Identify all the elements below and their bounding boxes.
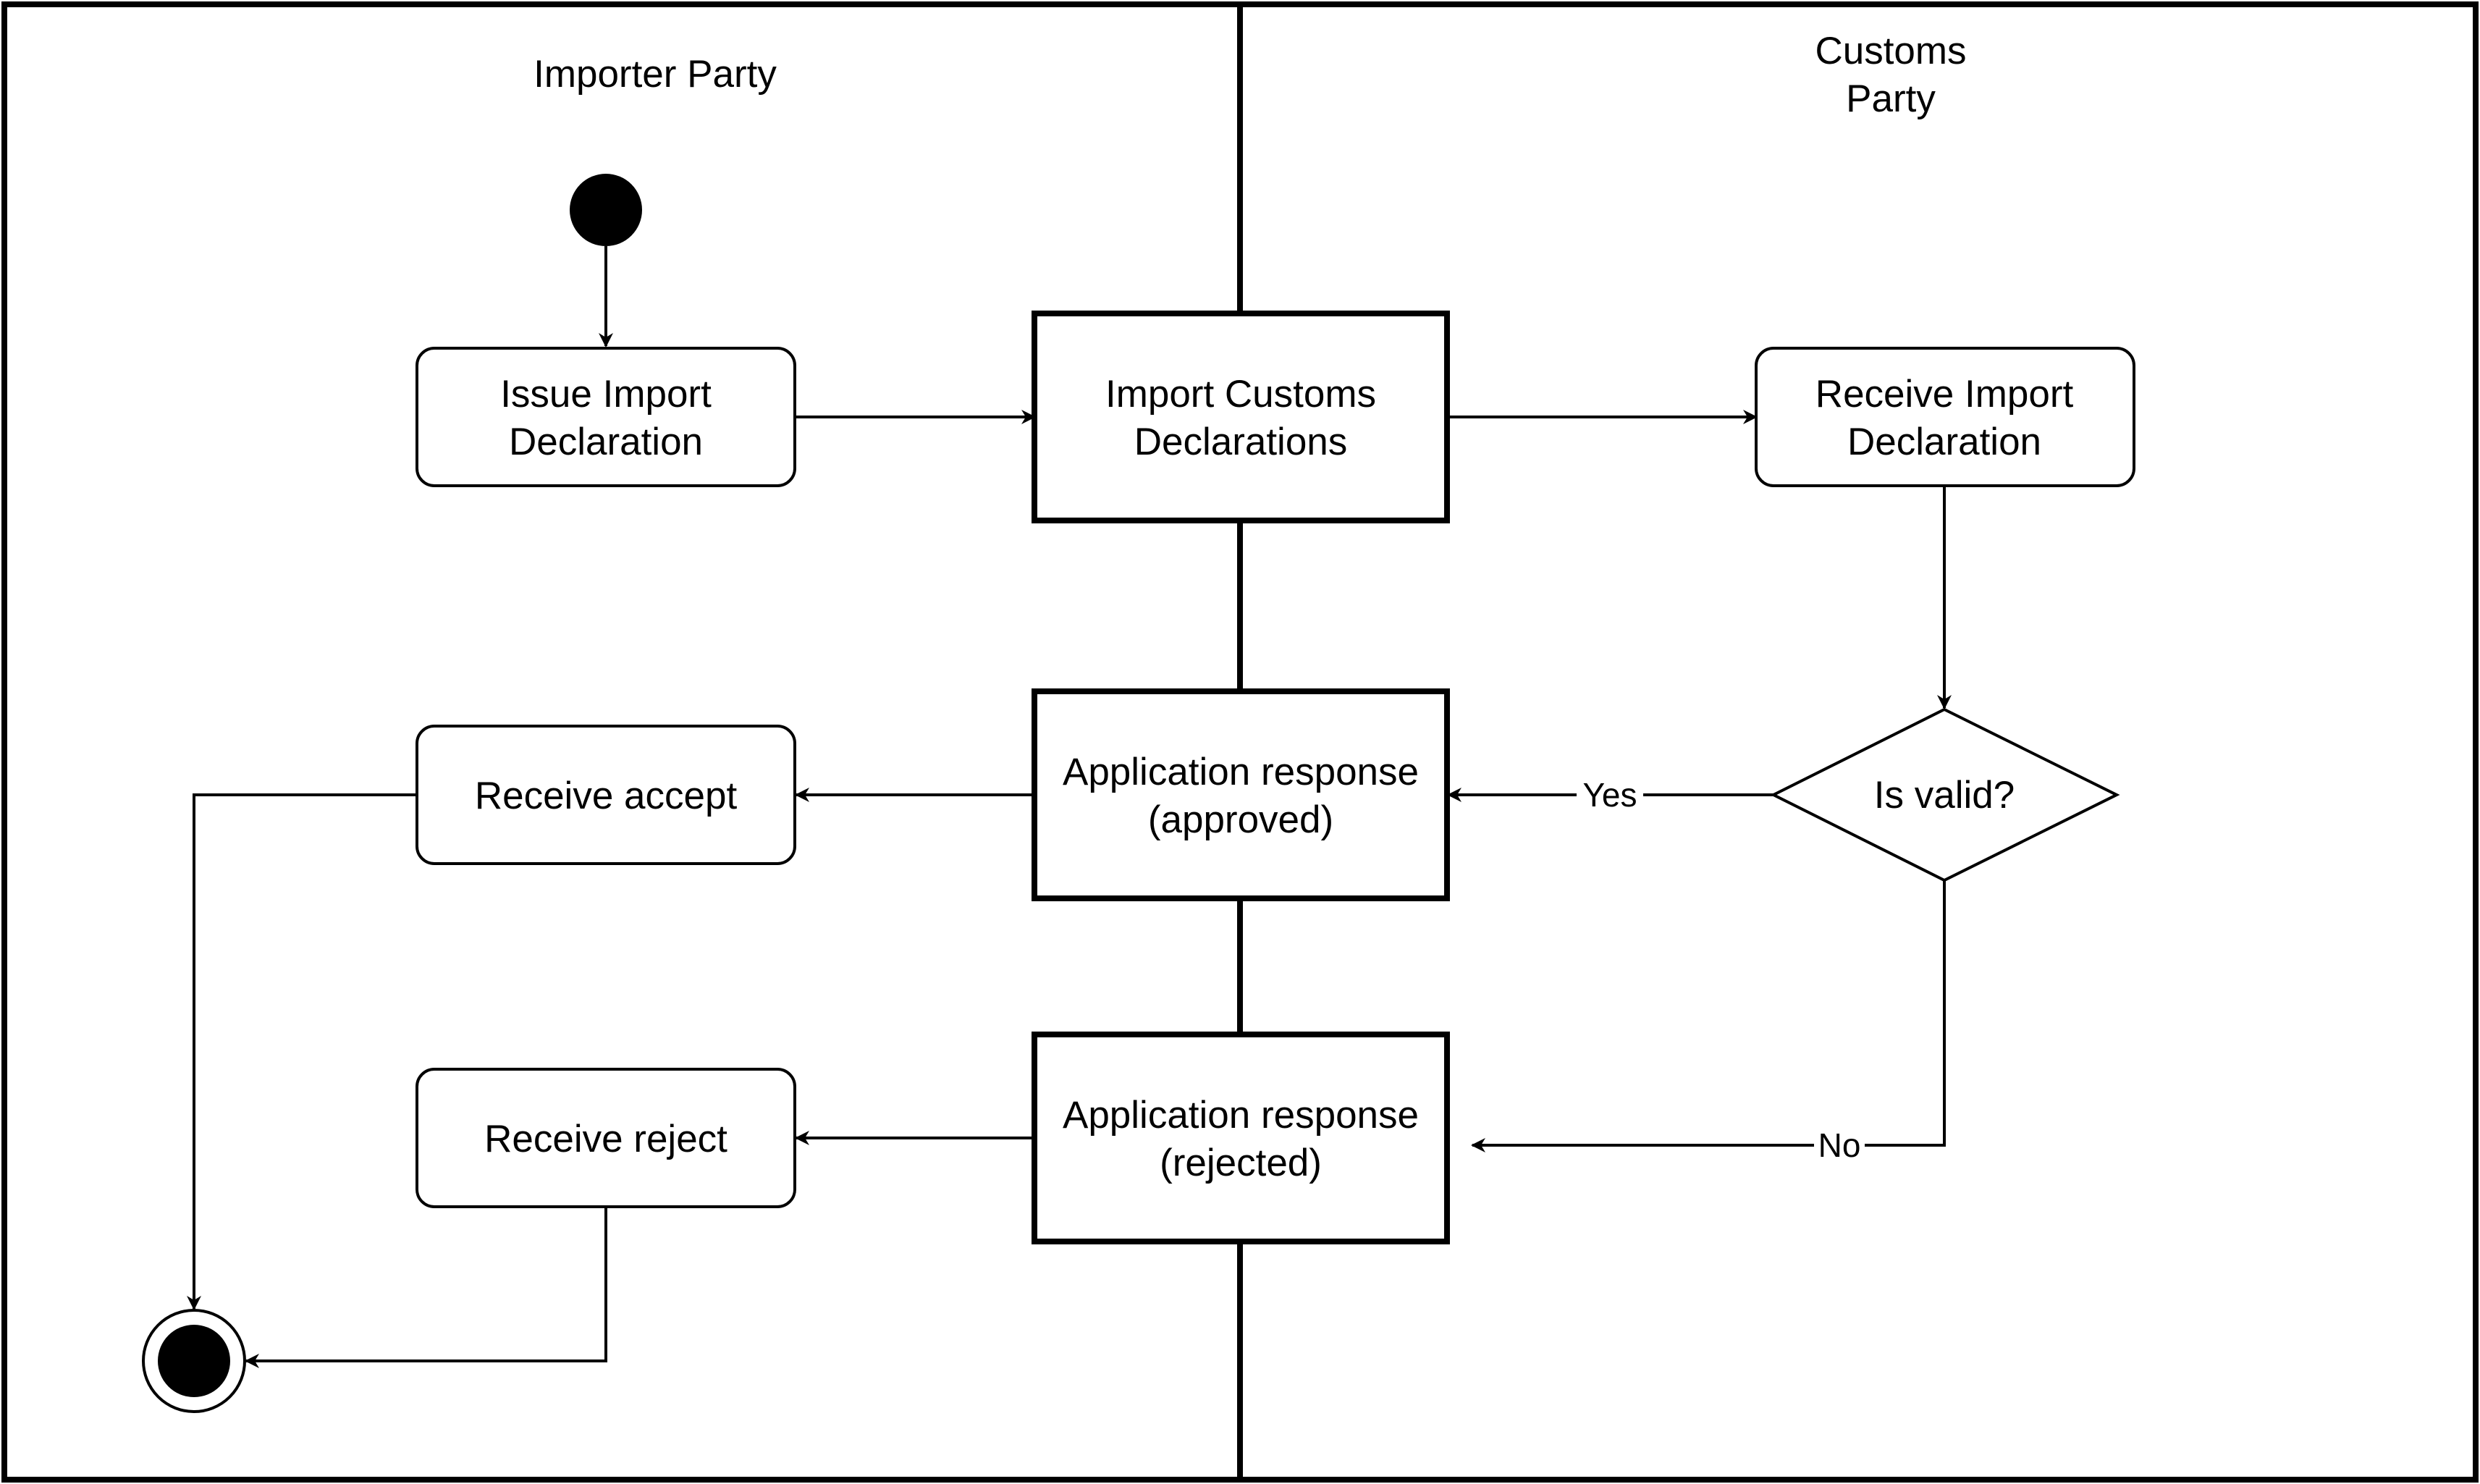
edge-label-no: No [1818, 1126, 1861, 1164]
object-application-response-rejected: Application response (rejected) [1032, 1032, 1450, 1244]
lane-title-customs-line1: Customs [1815, 30, 1966, 72]
decision-label: Is valid? [1874, 774, 2015, 817]
edge-receive-reject-to-end [245, 1207, 607, 1368]
activity-label: Receive accept [475, 775, 738, 817]
lane-title-importer: Importer Party [533, 53, 777, 96]
edge-label-yes: Yes [1582, 776, 1637, 814]
object-label: Application response [1063, 751, 1419, 793]
activity-receive-reject: Receive reject [416, 1068, 796, 1208]
object-application-response-approved: Application response (approved) [1032, 688, 1450, 901]
object-import-customs-declarations: Import Customs Declarations [1032, 311, 1450, 523]
object-label: (approved) [1148, 798, 1333, 841]
object-label: Application response [1063, 1094, 1419, 1137]
activity-receive-import-declaration: Receive Import Declaration [1755, 347, 2135, 487]
decision-is-valid: Is valid? [1770, 707, 2120, 882]
object-label: Declarations [1134, 421, 1348, 463]
edge-decision-no [1471, 880, 1946, 1152]
activity-label: Issue Import [500, 373, 712, 416]
activity-label: Receive reject [484, 1118, 727, 1160]
lane-title-customs-line2: Party [1846, 77, 1936, 120]
final-node [142, 1309, 246, 1413]
activity-label: Declaration [509, 421, 703, 463]
activity-issue-import-declaration: Issue Import Declaration [416, 347, 796, 487]
object-label: (rejected) [1160, 1142, 1322, 1184]
activity-receive-accept: Receive accept [416, 725, 796, 865]
activity-label: Declaration [1847, 421, 2041, 463]
initial-node [570, 174, 642, 246]
edge-receive-accept-to-end [187, 793, 417, 1310]
object-label: Import Customs [1105, 373, 1376, 416]
activity-label: Receive Import [1815, 373, 2074, 416]
